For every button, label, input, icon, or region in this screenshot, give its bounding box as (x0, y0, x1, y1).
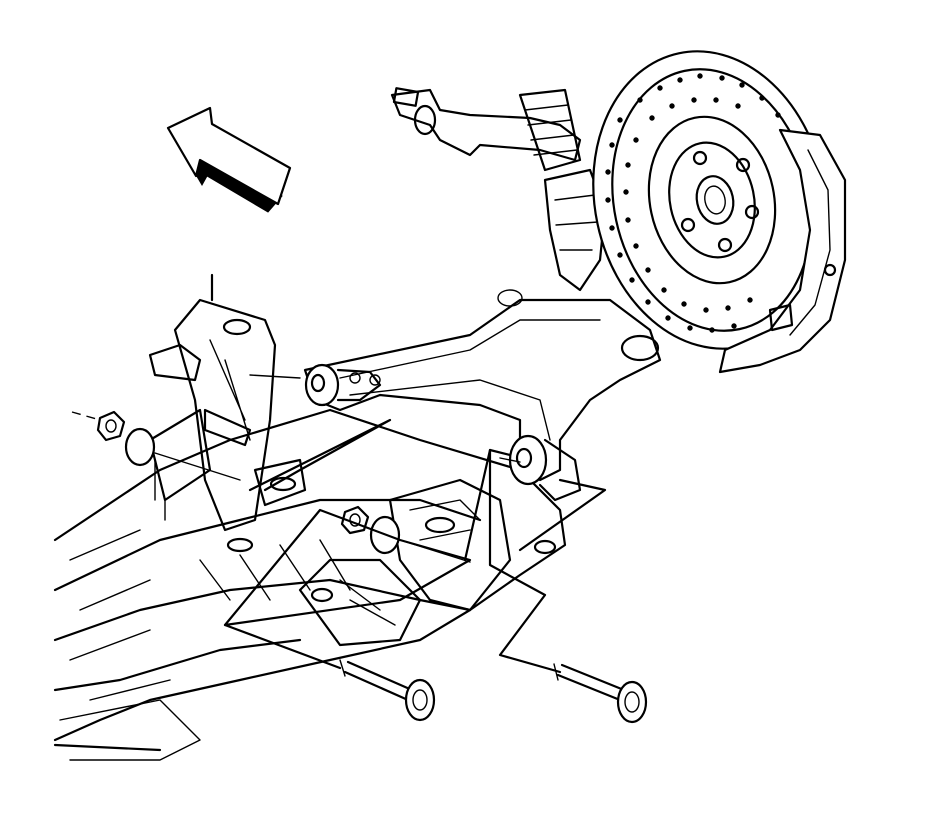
front-mount-tower (148, 273, 307, 553)
assembly-leader-lines (71, 374, 607, 674)
rear-bolt (553, 663, 648, 724)
upper-control-arm (390, 87, 582, 162)
brake-caliper (718, 128, 847, 374)
brake-rotor (592, 50, 828, 350)
rear-bushing (508, 434, 582, 502)
front-nut (96, 410, 126, 442)
front-bushing (304, 363, 382, 407)
front-bolt (339, 659, 436, 722)
rotor-drill-holes (605, 73, 781, 333)
front-washer (124, 427, 156, 467)
shock-absorber (518, 88, 582, 172)
cradle-frame (53, 408, 567, 761)
front-direction-arrow-icon (166, 106, 292, 213)
front-lower-control-arm (303, 289, 662, 482)
